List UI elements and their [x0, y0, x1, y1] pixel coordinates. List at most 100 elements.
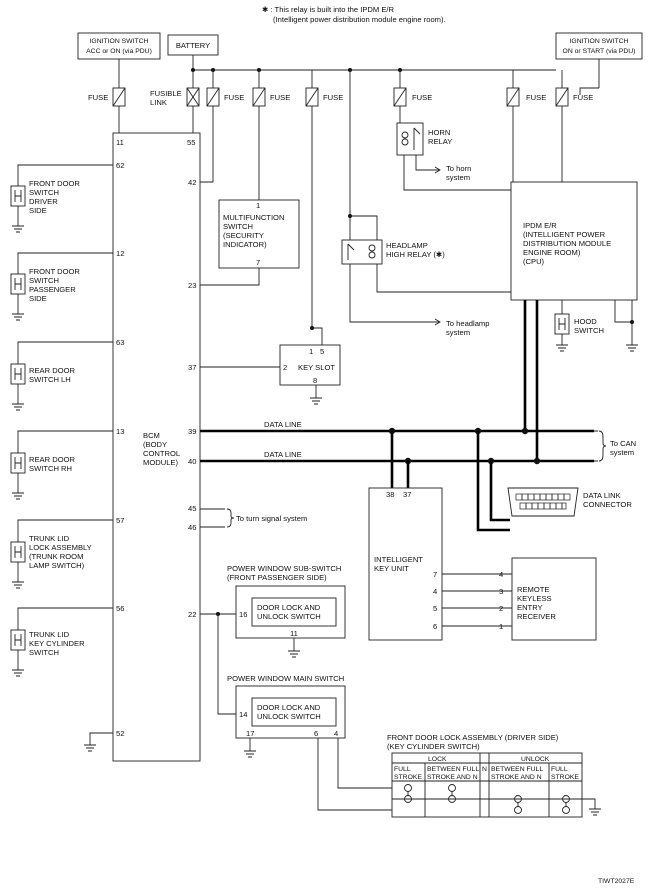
bcm-name-2: (BODY — [143, 440, 167, 449]
hood-switch-label-1: HOOD — [574, 317, 597, 326]
trunk-key-label-2: KEY CYLINDER — [29, 639, 85, 648]
headlamp-relay-label-2: HIGH RELAY (✱) — [386, 250, 445, 259]
pw-main-title: POWER WINDOW MAIN SWITCH — [227, 674, 344, 683]
fuse-label: FUSE — [573, 93, 593, 102]
fdl-col3-line2: STROKE AND N — [491, 774, 542, 781]
fuse-ipdm-2: FUSE — [555, 70, 599, 182]
fdl-col4-line1: FULL — [551, 766, 568, 773]
key-slot: 1 5 2 KEY SLOT 8 — [200, 344, 341, 405]
bcm-pin-37: 37 — [188, 363, 196, 372]
ipdm-label-3: DISTRIBUTION MODULE — [523, 239, 611, 248]
fuse-label: FUSE — [224, 93, 244, 102]
horn-relay-label-2: RELAY — [428, 137, 452, 146]
fdl-col4-line2: STROKE — [551, 774, 579, 781]
iku-pin-6: 6 — [433, 622, 437, 631]
driver-switch-label-1: FRONT DOOR — [29, 179, 80, 188]
trunk-key-label-3: SWITCH — [29, 648, 59, 657]
bcm-pin-57: 57 — [116, 516, 124, 525]
driver-switch-label-3: DRIVER — [29, 197, 58, 206]
power-window-main-switch: POWER WINDOW MAIN SWITCH DOOR LOCK AND U… — [227, 674, 392, 811]
fuse-bcm-42: FUSE — [200, 70, 244, 183]
trunk-lid-lock-assembly: TRUNK LID LOCK ASSEMBLY (TRUNK ROOM LAMP… — [10, 519, 113, 589]
pw-main-pin-4: 4 — [334, 729, 338, 738]
horn-to-label-1: To horn — [446, 164, 471, 173]
fuse-label: FUSE — [88, 93, 108, 102]
rke-pin-1: 1 — [499, 622, 503, 631]
key-slot-pin-5: 5 — [320, 347, 324, 356]
fdl-col2-line1: BETWEEN FULL — [427, 766, 479, 773]
rear-lh-label-1: REAR DOOR — [29, 366, 76, 375]
bcm-pin-63: 63 — [116, 338, 124, 347]
driver-switch-label-4: SIDE — [29, 206, 47, 215]
fuse-key-slot: FUSE — [305, 70, 343, 345]
rear-door-switch-rh: REAR DOOR SWITCH RH — [10, 430, 113, 500]
ipdm-label-4: ENGINE ROOM) — [523, 248, 581, 257]
battery-bus — [191, 55, 600, 88]
fusible-link-label-2: LINK — [150, 98, 167, 107]
can-data-lines: DATA LINE DATA LINE To CAN system — [200, 300, 636, 532]
fuse-label: FUSE — [526, 93, 546, 102]
pw-main-inner-2: UNLOCK SWITCH — [257, 712, 321, 721]
trunk-lock-label-4: LAMP SWITCH) — [29, 561, 85, 570]
hood-switch: HOOD SWITCH — [554, 313, 604, 352]
pw-main-pin-6: 6 — [314, 729, 318, 738]
horn-relay-label-1: HORN — [428, 128, 450, 137]
bcm-name-4: MODULE) — [143, 458, 178, 467]
rear-lh-label-2: SWITCH LH — [29, 375, 71, 384]
bcm-pin-42: 42 — [188, 178, 196, 187]
iku-pin-4: 4 — [433, 587, 437, 596]
iku-label-2: KEY UNIT — [374, 564, 409, 573]
ipdm-label-2: (INTELLIGENT POWER — [523, 230, 606, 239]
horn-relay: HORN RELAY To horn system — [396, 122, 511, 191]
trunk-lock-label-2: LOCK ASSEMBLY — [29, 543, 92, 552]
pw-main-pin-14: 14 — [239, 710, 247, 719]
turn-signal-output: To turn signal system — [200, 508, 307, 528]
fdl-n-label: N — [482, 766, 487, 773]
fuse-ipdm-1: FUSE — [506, 70, 546, 182]
intelligent-key-unit: 38 37 INTELLIGENT KEY UNIT 7 4 5 6 — [368, 487, 512, 641]
to-can-label-2: system — [610, 448, 634, 457]
rear-door-switch-lh: REAR DOOR SWITCH LH — [10, 341, 113, 411]
bcm-pin-40: 40 — [188, 457, 196, 466]
fuse-label: FUSE — [270, 93, 290, 102]
figure-code: TIWT2027E — [598, 878, 635, 885]
ignition-start-label-2: ON or START (via PDU) — [563, 48, 636, 55]
multifunction-label-3: (SECURITY — [223, 231, 264, 240]
fdl-lock-label: LOCK — [428, 756, 447, 763]
bcm-pin-22: 22 — [188, 610, 196, 619]
iku-pin-7: 7 — [433, 570, 437, 579]
fuse-multifunction: FUSE — [252, 70, 290, 200]
multifunction-label-2: SWITCH — [223, 222, 253, 231]
data-line-label-2: DATA LINE — [264, 450, 302, 459]
fuse-label: FUSE — [412, 93, 432, 102]
fdl-col2-line2: STROKE AND N — [427, 774, 478, 781]
passenger-switch-label-3: PASSENGER — [29, 285, 76, 294]
ignition-start-label-1: IGNITION SWITCH — [570, 38, 629, 45]
ipdm-label-5: (CPU) — [523, 257, 545, 266]
rke-label-3: ENTRY — [517, 603, 543, 612]
rke-pin-3: 3 — [499, 587, 503, 596]
bcm-name-1: BCM — [143, 431, 160, 440]
front-door-switch-driver: FRONT DOOR SWITCH DRIVER SIDE — [10, 164, 113, 233]
ignition-acc-label-1: IGNITION SWITCH — [90, 38, 149, 45]
headlamp-to-label-2: system — [446, 328, 470, 337]
bcm-pin-12: 12 — [116, 249, 124, 258]
bcm-pin-55: 55 — [187, 138, 195, 147]
fdl-title-2: (KEY CYLINDER SWITCH) — [387, 742, 480, 751]
fdl-col1-line2: STROKE — [394, 774, 422, 781]
dlc-label-2: CONNECTOR — [583, 500, 632, 509]
front-door-switch-passenger: FRONT DOOR SWITCH PASSENGER SIDE — [10, 252, 113, 321]
rke-pin-4: 4 — [499, 570, 503, 579]
fdl-col3-line1: BETWEEN FULL — [491, 766, 543, 773]
bcm-pin-11: 11 — [116, 138, 124, 147]
footnote-line-2: (Intelligent power distribution module e… — [273, 15, 446, 24]
pw-sub-inner-1: DOOR LOCK AND — [257, 603, 321, 612]
rke-pin-2: 2 — [499, 604, 503, 613]
multifunction-label-4: INDICATOR) — [223, 240, 267, 249]
bcm-pin-56: 56 — [116, 604, 124, 613]
pw-sub-title-2: (FRONT PASSENGER SIDE) — [227, 573, 327, 582]
fuse-ign-acc: FUSE — [88, 59, 126, 133]
fusible-link: FUSIBLE LINK — [150, 70, 200, 133]
pw-sub-pin-11: 11 — [290, 629, 298, 638]
